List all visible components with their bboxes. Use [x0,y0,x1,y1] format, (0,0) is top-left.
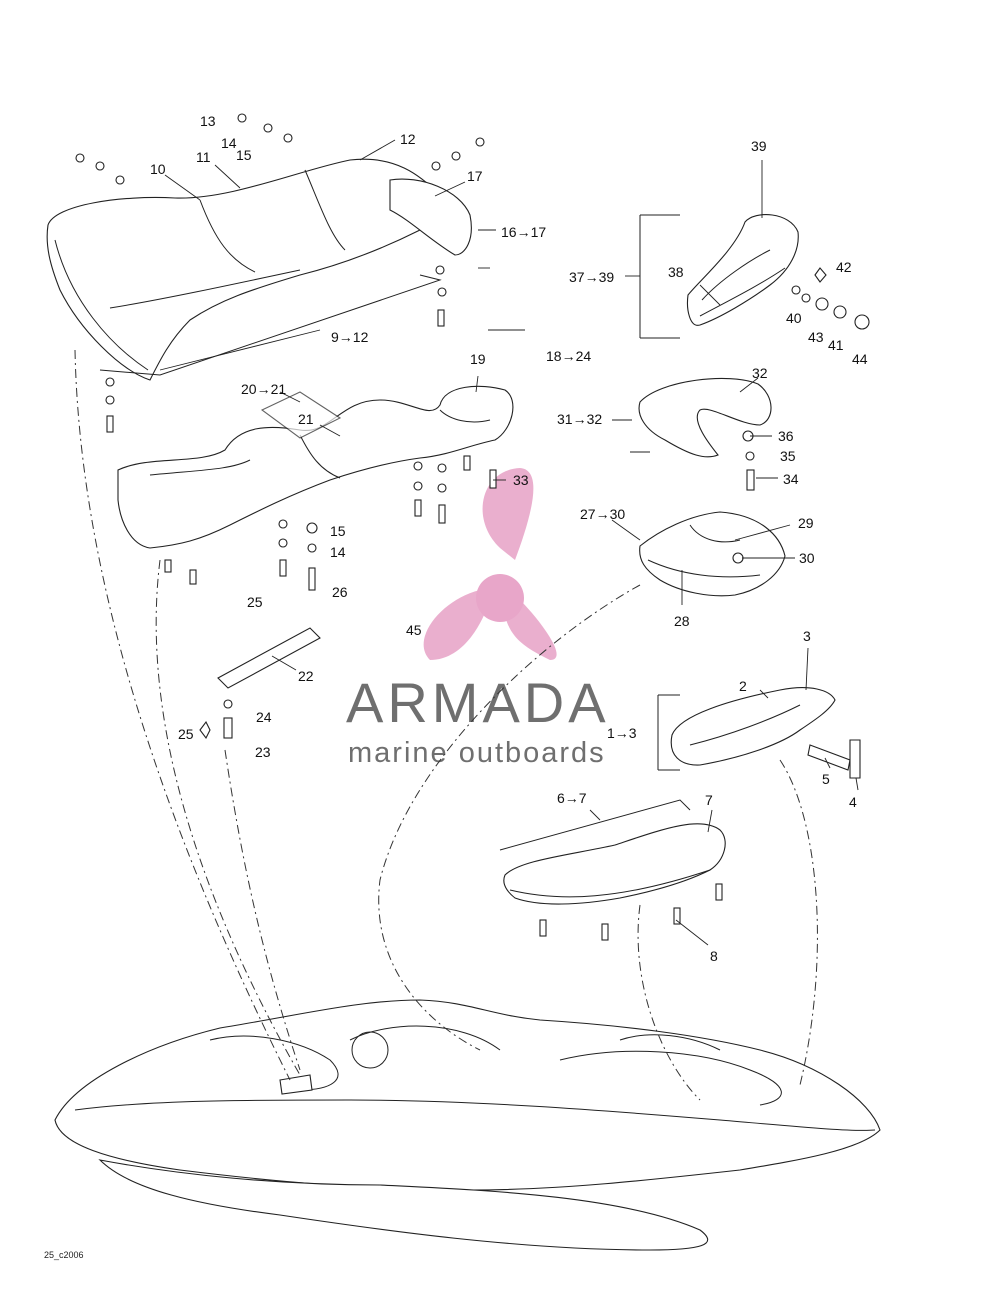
callout-9-12: 9→12 [331,329,369,345]
seat-base-fasteners [164,455,497,591]
callout-44: 44 [852,351,868,367]
callout-30: 30 [799,550,815,566]
callout-29: 29 [798,515,814,531]
callout-26: 26 [332,584,348,600]
callout-11: 11 [196,149,211,165]
callout-22: 22 [298,668,314,684]
callout-28: 28 [674,613,690,629]
callout-5: 5 [822,771,830,787]
callout-27-30: 27→30 [580,506,625,522]
callout-20-21: 20→21 [241,381,286,397]
callout-6-7: 6→7 [557,790,587,806]
callout-36: 36 [778,428,794,444]
callout-10: 10 [150,161,166,177]
armada-propeller-logo [423,468,557,660]
callout-14b: 14 [330,544,346,560]
side-panel-assembly [657,687,861,779]
callout-15b: 15 [330,523,346,539]
callout-31-32: 31→32 [557,411,602,427]
callout-2: 2 [739,678,747,694]
callout-7: 7 [705,792,713,808]
brand-name: ARMADA [346,671,610,734]
seat-top-fasteners [75,113,485,433]
callout-8: 8 [710,948,718,964]
callout-39: 39 [751,138,767,154]
installation-guide-lines [74,349,818,1101]
callout-3: 3 [803,628,811,644]
callout-leaders [164,139,859,946]
callout-45: 45 [406,622,422,638]
seat-base-assembly [117,385,514,549]
callout-41: 41 [828,337,844,353]
footrest-assembly [499,799,726,941]
callout-1-3: 1→3 [607,725,637,741]
callout-34: 34 [783,471,799,487]
callout-17: 17 [467,168,483,184]
callout-43: 43 [808,329,824,345]
callout-12: 12 [400,131,416,147]
callout-25b: 25 [178,726,194,742]
callout-40: 40 [786,310,802,326]
callout-25: 25 [247,594,263,610]
brand-tagline: marine outboards [348,737,606,769]
callout-35: 35 [780,448,796,464]
callout-4: 4 [849,794,857,810]
callout-18-24: 18→24 [546,348,591,364]
callout-13: 13 [200,113,216,129]
rear-grab-handle [638,377,772,491]
storage-bin-assembly [639,511,786,597]
seat-bracket-22 [199,627,321,740]
figure-code: 25_c2006 [44,1250,84,1260]
callout-16-17: 16→17 [501,224,546,240]
callout-38: 38 [668,264,684,280]
grab-handle-assembly [639,214,870,339]
main-seat-assembly [46,158,472,381]
callout-23: 23 [255,744,271,760]
callout-42: 42 [836,259,852,275]
watercraft-hull [54,999,881,1251]
callout-32: 32 [752,365,768,381]
callout-21: 21 [298,411,314,427]
callout-24: 24 [256,709,272,725]
callout-14: 14 [221,135,237,151]
part-callouts: 13 14 15 12 11 10 17 16→17 9→12 39 37→39… [150,113,868,964]
callout-37-39: 37→39 [569,269,614,285]
callout-15: 15 [236,147,252,163]
callout-33: 33 [513,472,529,488]
callout-19: 19 [470,351,486,367]
